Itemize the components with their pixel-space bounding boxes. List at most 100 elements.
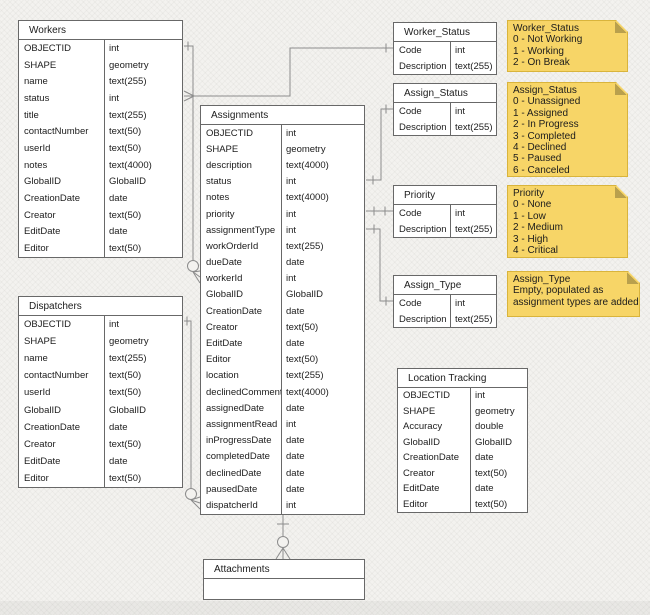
cardinality-zero-circle (185, 488, 197, 500)
crow-foot-many-marker (275, 547, 284, 560)
note-line: 1 - Working (513, 45, 564, 57)
field-type: double (475, 421, 504, 433)
field-type: date (109, 455, 128, 467)
field-name: workOrderId (206, 240, 259, 252)
field-row: declinedComment text(4000) (201, 384, 364, 400)
field-name: declinedComment (206, 386, 281, 398)
connector-dispatchers-to-assignments[interactable] (184, 316, 201, 510)
note-title: Assign_Type (513, 274, 571, 285)
note-line: 0 - Not Working (513, 34, 583, 46)
field-row: Creator text(50) (19, 207, 182, 224)
note-line: Empty, populated as (513, 285, 604, 297)
connector-assignments-to-assign-type[interactable] (366, 224, 393, 306)
field-type: text(50) (109, 243, 142, 255)
column-divider (470, 388, 471, 512)
crow-foot-many-marker (282, 547, 291, 560)
field-name: Code (399, 44, 422, 56)
note-title: Assign_Status (513, 85, 577, 96)
field-name: Editor (206, 354, 231, 366)
field-name: CreationDate (206, 305, 262, 317)
field-type: GlobalID (109, 404, 146, 416)
column-divider (104, 316, 105, 487)
field-name: GlobalID (206, 289, 243, 301)
connector-assignments-to-assign-status[interactable] (366, 104, 393, 185)
cardinality-zero-circle (277, 536, 289, 548)
field-row: OBJECTID int (398, 388, 527, 404)
field-type: text(50) (109, 209, 142, 221)
column-divider (450, 42, 451, 74)
field-row (204, 579, 364, 599)
note-line: 4 - Critical (513, 245, 559, 257)
field-name: name (24, 76, 48, 88)
field-name: OBJECTID (24, 42, 71, 54)
field-type: text(50) (109, 387, 142, 399)
field-name: EditDate (403, 483, 440, 495)
field-type: text(50) (109, 126, 142, 138)
connector-workers-to-assignments[interactable] (184, 41, 201, 284)
field-type: text(255) (286, 370, 324, 382)
note-line: 0 - Unassigned (513, 96, 581, 108)
field-type: int (109, 92, 120, 104)
connector-assignments-to-attachments[interactable] (275, 512, 291, 560)
table-title: Workers (19, 21, 182, 40)
note-title: Worker_Status (513, 23, 579, 34)
field-name: declinedDate (206, 467, 262, 479)
field-name: OBJECTID (24, 319, 71, 331)
field-name: OBJECTID (206, 127, 253, 139)
column-divider (450, 205, 451, 237)
field-name: workerId (206, 273, 243, 285)
field-name: Creator (24, 209, 56, 221)
field-row: Editor text(50) (201, 352, 364, 368)
field-name: Description (399, 223, 447, 235)
field-name: SHAPE (24, 336, 57, 348)
field-type: date (109, 193, 128, 205)
field-name: EditDate (24, 226, 61, 238)
field-name: Editor (403, 498, 428, 510)
field-name: Description (399, 121, 447, 133)
field-name: OBJECTID (403, 390, 450, 402)
field-type: text(50) (286, 354, 319, 366)
field-type: int (475, 390, 486, 402)
field-type: int (286, 499, 297, 511)
table-title: Assignments (201, 106, 364, 125)
field-type: text(50) (475, 467, 508, 479)
field-type: int (286, 273, 297, 285)
field-type: text(50) (286, 321, 319, 333)
connector-workers-to-worker-status[interactable] (183, 43, 393, 102)
table-attachments[interactable]: Attachments (203, 559, 365, 600)
field-type: text(4000) (286, 386, 329, 398)
field-type: text(50) (109, 370, 142, 382)
connector-assignments-to-priority[interactable] (366, 206, 393, 216)
